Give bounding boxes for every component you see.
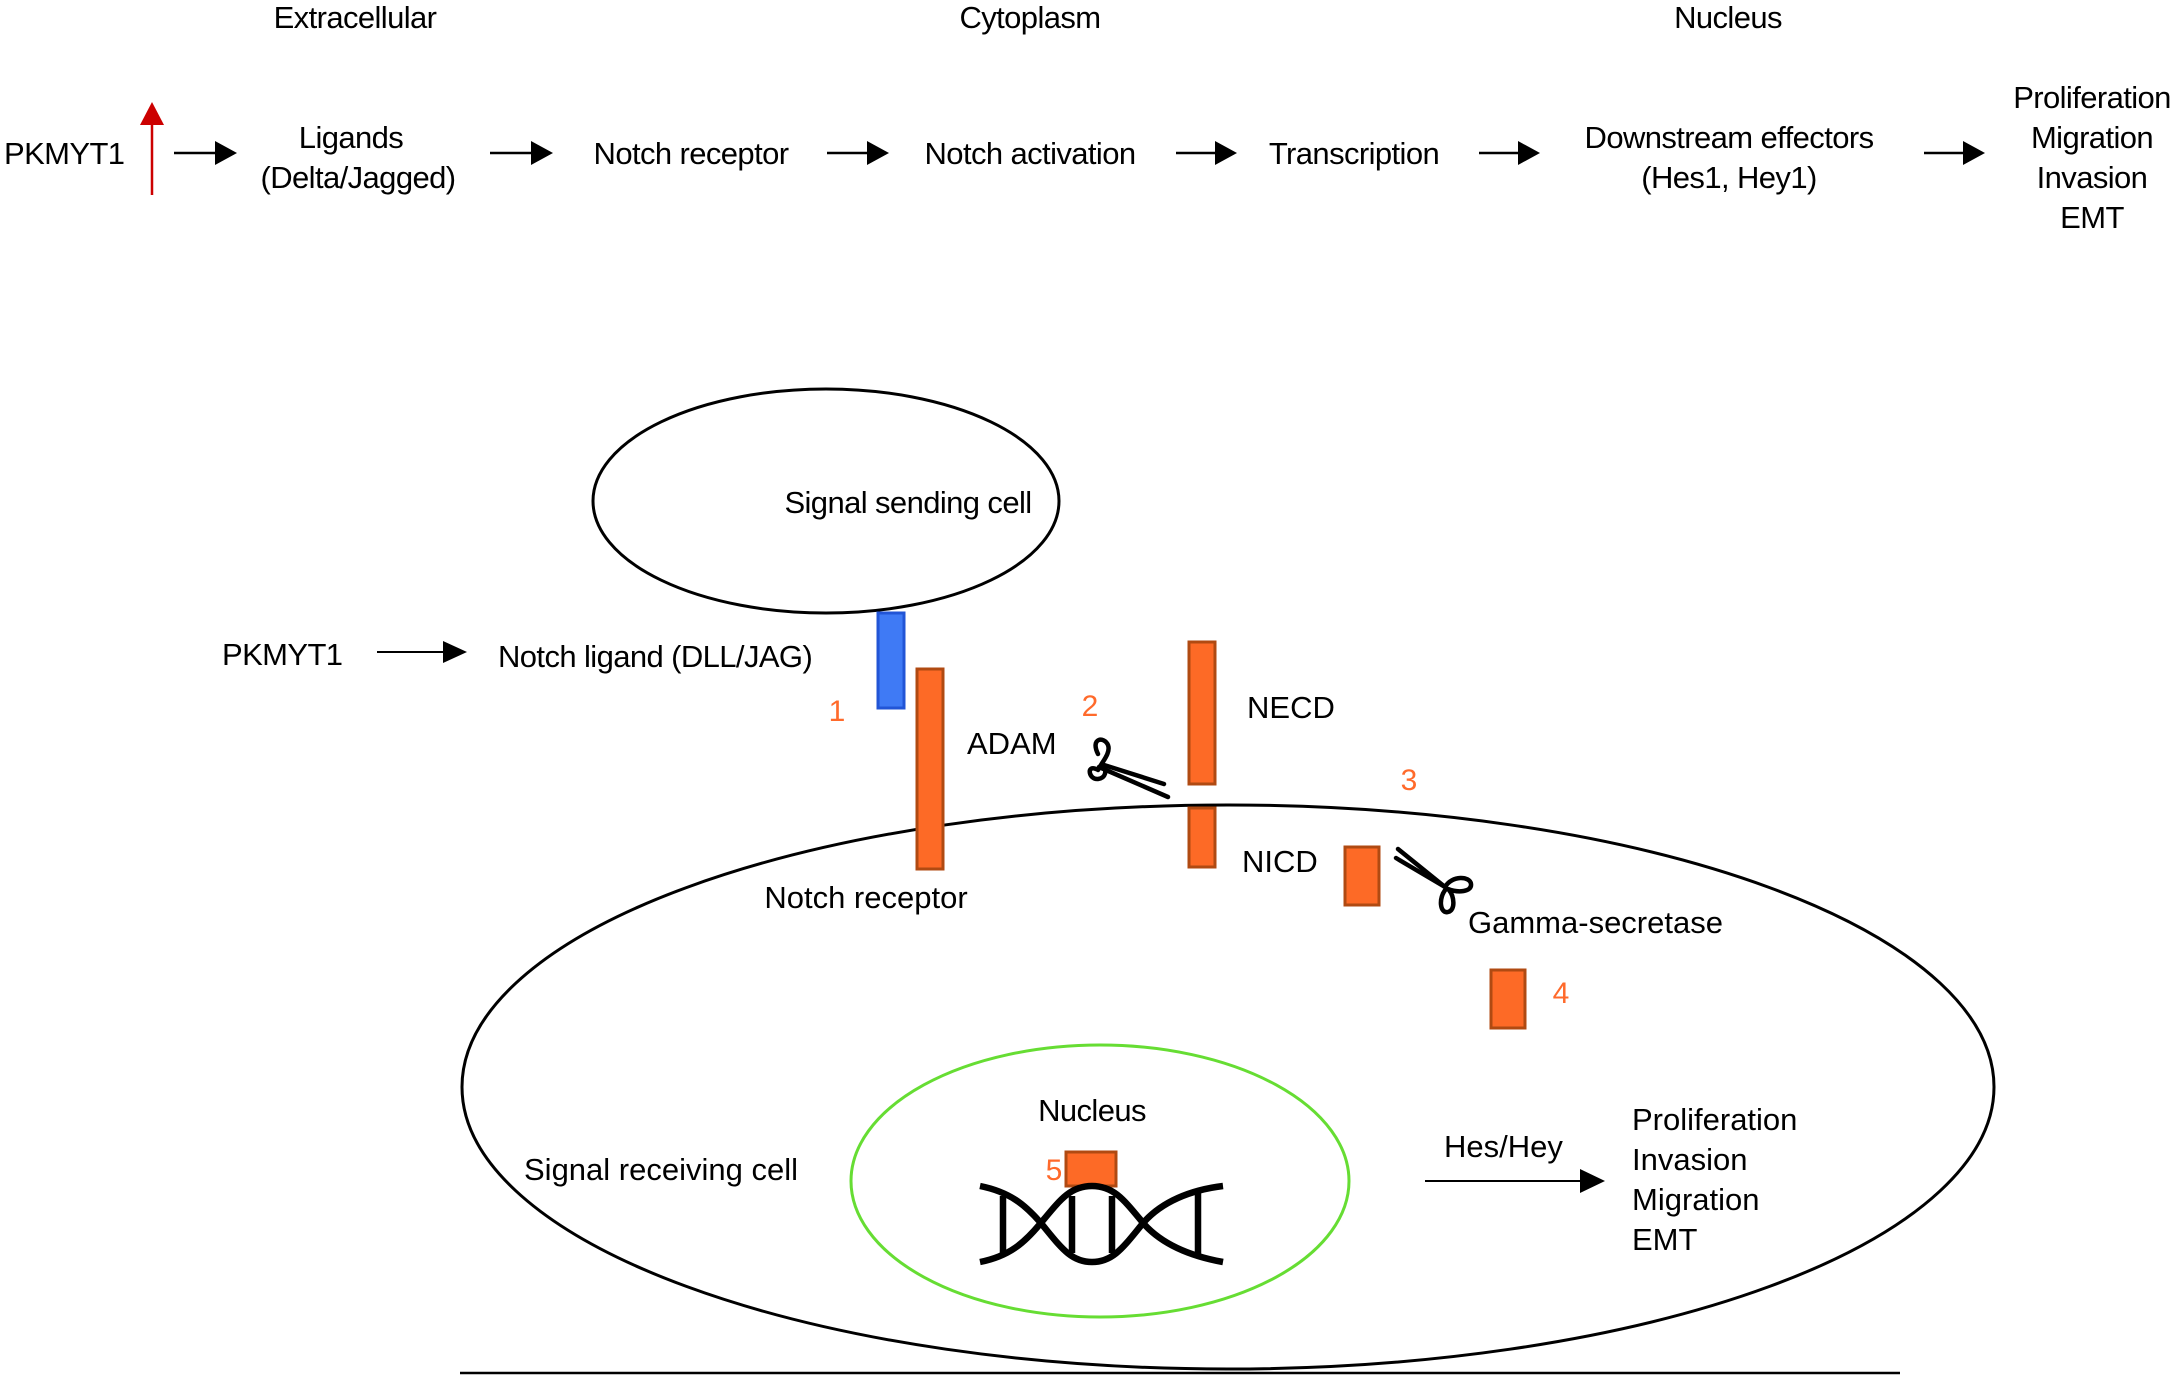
- mechanism-pkmyt1: PKMYT1: [222, 637, 342, 672]
- summary-step-effectors-line1: Downstream effectors: [1585, 120, 1874, 155]
- summary-step-notch-activation: Notch activation: [925, 136, 1136, 171]
- summary-flow-arrow: [1479, 141, 1540, 165]
- compartment-nucleus: Nucleus: [1674, 0, 1782, 35]
- gamma-secretase-scissors-icon: [1393, 846, 1474, 915]
- outcome-proliferation: Proliferation: [1632, 1102, 1797, 1137]
- outcome-invasion: Invasion: [1632, 1142, 1747, 1177]
- summary-flow-arrow: [490, 141, 553, 165]
- nucleus: [849, 1043, 1351, 1319]
- summary-flow-arrow: [827, 141, 889, 165]
- nicd-released-bar: [1343, 845, 1381, 907]
- signal-sending-cell: [591, 387, 1061, 615]
- pkmyt1-to-ligand-arrow: [377, 641, 467, 663]
- compartment-extracellular: Extracellular: [274, 0, 437, 35]
- outcome-emt: EMT: [1632, 1222, 1698, 1257]
- summary-flow-arrow: [174, 141, 237, 165]
- summary-outcome-line3: Invasion: [2037, 160, 2148, 195]
- notch-receptor-label: Notch receptor: [764, 880, 967, 915]
- hes-hey-arrow: [1425, 1169, 1605, 1193]
- notch-receptor-bar: [915, 667, 945, 871]
- summary-step-notch-receptor: Notch receptor: [594, 136, 789, 171]
- summary-outcome-line2: Migration: [2031, 120, 2153, 155]
- nucleus-label: Nucleus: [1038, 1093, 1146, 1128]
- signal-receiving-cell-label: Signal receiving cell: [524, 1152, 798, 1187]
- summary-pkmyt1: PKMYT1: [4, 136, 124, 171]
- summary-outcome-line4: EMT: [2060, 200, 2124, 235]
- step-number-2: 2: [1082, 690, 1099, 723]
- summary-step-transcription: Transcription: [1269, 136, 1439, 171]
- step-number-5: 5: [1046, 1154, 1063, 1187]
- nicd-label: NICD: [1242, 844, 1318, 879]
- summary-step-ligands-line1: Ligands: [299, 120, 403, 155]
- outcome-migration: Migration: [1632, 1182, 1760, 1217]
- step-number-1: 1: [829, 695, 846, 728]
- gamma-secretase-label: Gamma-secretase: [1468, 905, 1723, 940]
- signal-sending-cell-label: Signal sending cell: [784, 485, 1031, 520]
- summary-step-ligands-line2: (Delta/Jagged): [261, 160, 456, 195]
- hes-hey-label: Hes/Hey: [1444, 1129, 1563, 1164]
- notch-ligand-bar: [876, 611, 906, 710]
- necd-label: NECD: [1247, 690, 1335, 725]
- adam-scissors-icon: [1087, 737, 1171, 800]
- summary-outcome-line1: Proliferation: [2013, 80, 2171, 115]
- step-number-4: 4: [1553, 977, 1570, 1010]
- pathway-summary: Extracellular Cytoplasm Nucleus PKMYT1 L…: [4, 0, 2171, 235]
- compartment-cytoplasm: Cytoplasm: [959, 0, 1100, 35]
- nicd-membrane-bar: [1187, 806, 1217, 869]
- necd-bar: [1187, 640, 1217, 786]
- step-number-3: 3: [1401, 764, 1418, 797]
- dna-icon: [979, 1182, 1224, 1266]
- mechanism-diagram: Signal sending cell Signal receiving cel…: [222, 387, 1996, 1375]
- notch-ligand-label: Notch ligand (DLL/JAG): [498, 639, 812, 674]
- adam-label: ADAM: [967, 726, 1057, 761]
- summary-flow-arrow: [1924, 141, 1985, 165]
- signal-receiving-cell: [460, 803, 1996, 1371]
- nicd-translocating-bar: [1489, 968, 1527, 1030]
- nicd-nuclear-bar: [1064, 1150, 1118, 1188]
- summary-step-effectors-line2: (Hes1, Hey1): [1641, 160, 1816, 195]
- up-arrow-icon: [140, 102, 164, 195]
- summary-flow-arrow: [1176, 141, 1237, 165]
